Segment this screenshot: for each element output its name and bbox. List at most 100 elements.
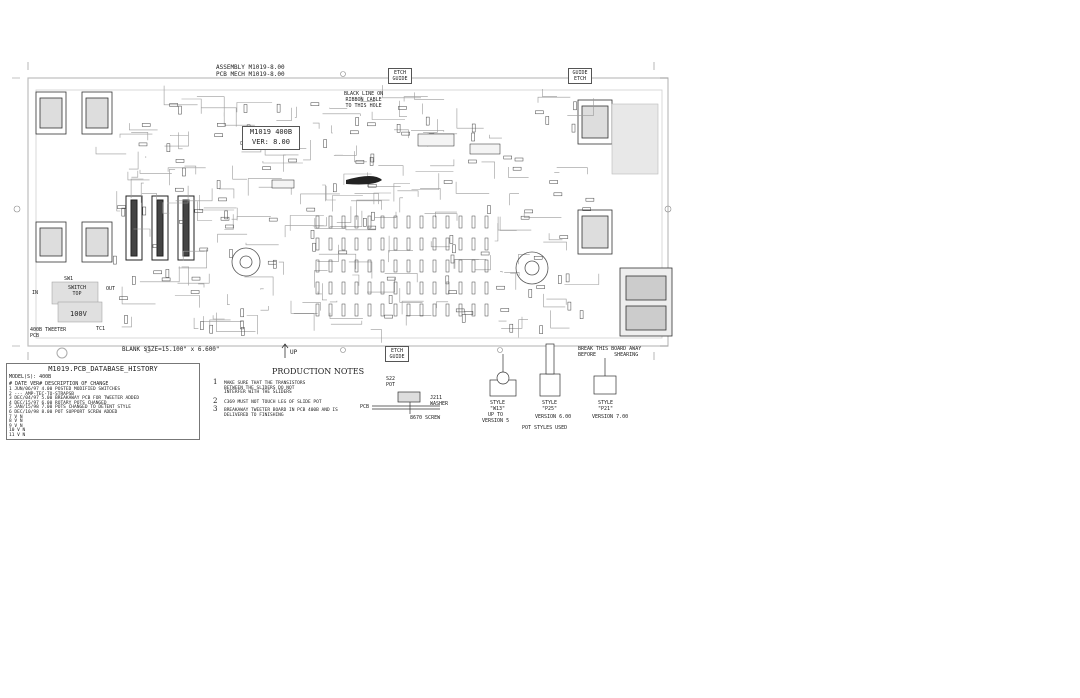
resistor [367,303,372,317]
component [452,244,456,254]
voltage-label: 100V [70,310,87,318]
trace [548,233,563,241]
trace [345,225,376,231]
trace [314,270,328,288]
component [355,160,365,164]
trace [95,146,127,155]
pcb-inner-outline [35,89,663,339]
trace [331,125,333,134]
trace [430,159,455,167]
trace [423,119,438,133]
trace [436,301,449,309]
component [218,197,227,202]
component [367,225,377,230]
component [161,277,171,282]
trace [169,169,176,186]
trace [119,133,153,138]
trace [317,291,322,295]
component [559,235,569,239]
up-arrow [281,343,289,358]
trace [131,170,139,178]
etch-guide-top: ETCH GUIDE [388,68,412,84]
components [113,101,595,336]
trace [475,255,491,271]
trace [317,244,339,262]
resistor [419,259,424,273]
in-label: IN [32,290,39,296]
component [585,197,595,202]
component [267,260,277,265]
component [388,295,393,304]
resistor [341,215,346,229]
trace [543,293,566,308]
component [367,183,377,188]
component [142,206,147,216]
resistor [354,303,359,317]
component [217,123,226,127]
trace [322,184,326,202]
resistor [445,303,450,317]
s22-pot-label: S22 POT [386,376,396,388]
trace [414,92,445,100]
trace [129,123,158,131]
resistor [471,281,476,295]
trace [336,206,352,223]
trace [227,294,230,305]
trace [354,151,367,163]
component [153,270,162,275]
component [449,235,454,244]
trace [175,188,213,202]
trace [382,85,421,99]
trace [500,271,503,273]
trace [164,131,189,147]
trace [303,140,311,161]
trace [354,193,379,205]
component [175,187,184,192]
resistor [393,215,398,229]
trace [312,122,320,129]
note-number: 1 [213,378,218,386]
component [268,217,278,222]
screw-label: 8670 SCREW [410,415,441,421]
style-p25-version: VERSION 6.00 [535,414,572,420]
trace [343,173,372,185]
component [194,209,204,213]
trace [435,211,457,218]
trace [201,107,237,127]
registration-marks [12,62,672,360]
trace [181,266,189,286]
history-row: 7 V N [9,414,23,420]
resistor [315,259,320,273]
component [152,244,162,248]
resistor [367,215,372,229]
trace [456,108,484,129]
component [445,275,450,285]
trace [177,273,210,284]
resistor [419,237,424,251]
component [582,207,591,211]
trace [329,300,338,303]
resistor [393,281,398,295]
trace [131,132,149,141]
trace [196,96,225,117]
component [141,123,151,127]
trace [367,277,395,293]
note-line: DELIVERED TO FINISHING [224,412,284,418]
component [190,290,200,294]
trace [420,188,441,200]
trace [140,182,144,203]
component [240,308,244,318]
trace [546,298,567,305]
resistor [354,281,359,295]
pcb-history-table: M1019.PCB_DATABASE_HISTORY MODEL(S): 400… [6,363,200,440]
trace [174,295,200,308]
history-row: 2 --- AMP-TEC-TO-STRAPSB [9,391,75,397]
resistor [471,237,476,251]
trace [283,154,299,172]
component [520,215,530,220]
trace [360,96,376,102]
history-row: 11 V N [9,433,26,438]
component [276,103,281,113]
component [312,242,316,252]
trace [199,195,235,211]
